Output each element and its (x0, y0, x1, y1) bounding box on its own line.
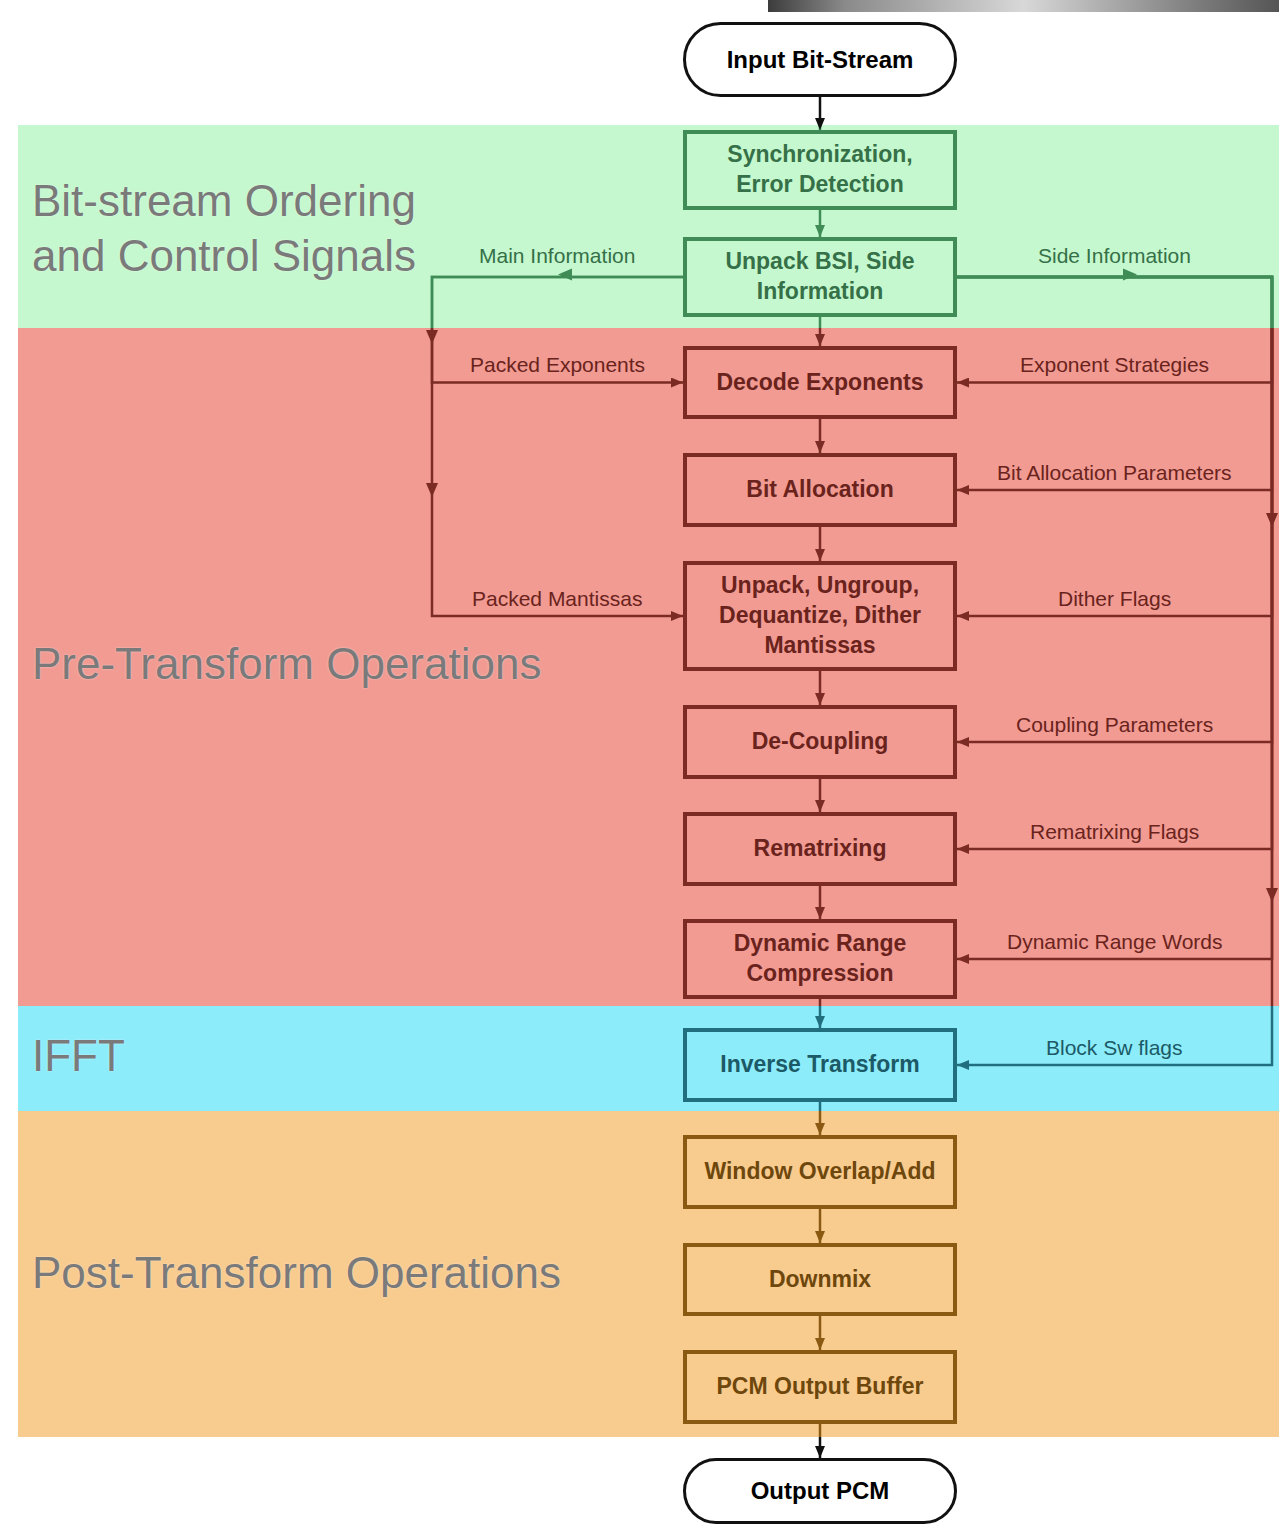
box-label: Inverse Transform (710, 1050, 929, 1080)
band-title: Post-Transform Operations (32, 1245, 672, 1300)
label-holder: Bit Allocation Parameters (997, 460, 1232, 485)
flow-connector (819, 999, 822, 1028)
process-box: Unpack BSI, Side Information (683, 237, 957, 317)
label-holder: Dither Flags (1058, 586, 1171, 611)
flow-label: Dynamic Range Words (1007, 929, 1223, 954)
band-title: Bit-stream Ordering and Control Signals (32, 173, 462, 283)
stage-band: Post-Transform Operations Window Overlap/… (18, 1111, 1279, 1437)
process-box: Dynamic Range Compression (683, 919, 957, 999)
flow-connector (819, 527, 822, 561)
flow-connector (957, 277, 1272, 490)
flow-connector (432, 277, 683, 383)
label-holder: Exponent Strategies (1020, 352, 1209, 377)
flow-label: Packed Mantissas (472, 586, 642, 611)
terminal-node: Input Bit-Stream (683, 22, 957, 97)
band-title: IFFT (32, 1028, 332, 1083)
process-box: De-Coupling (683, 705, 957, 779)
process-box: Window Overlap/Add (683, 1135, 957, 1209)
flow-connector (819, 671, 822, 705)
box-label: Dynamic Range Compression (687, 929, 953, 989)
flow-connector (957, 277, 1272, 383)
flow-label: Packed Exponents (470, 352, 645, 377)
flow-label: Coupling Parameters (1016, 712, 1213, 737)
process-box: Inverse Transform (683, 1028, 957, 1102)
flow-connector (432, 277, 683, 616)
label-holder: Packed Mantissas (472, 586, 642, 611)
box-label: Decode Exponents (706, 368, 933, 398)
label-holder: Packed Exponents (470, 352, 645, 377)
flow-connector (819, 779, 822, 812)
label-holder: Dynamic Range Words (1007, 929, 1223, 954)
flow-connector (957, 277, 1272, 742)
photo-strip (768, 0, 1279, 12)
flow-connector (819, 210, 822, 237)
label-holder: Rematrixing Flags (1030, 819, 1199, 844)
process-box: PCM Output Buffer (683, 1350, 957, 1424)
flow-label: Side Information (1038, 243, 1191, 268)
process-box: Unpack, Ungroup, Dequantize, Dither Mant… (683, 561, 957, 671)
label-holder: Block Sw flags (1046, 1035, 1183, 1060)
terminal-label: Input Bit-Stream (715, 44, 926, 75)
label-holder: Side Information (1038, 243, 1191, 268)
process-box: Rematrixing (683, 812, 957, 886)
flow-connector (819, 317, 822, 346)
terminal-node: Output PCM (683, 1458, 957, 1524)
bus-arrow (558, 269, 572, 281)
box-label: Unpack BSI, Side Information (687, 247, 953, 307)
process-box: Downmix (683, 1243, 957, 1316)
box-label: Downmix (759, 1265, 881, 1295)
box-label: Rematrixing (744, 834, 897, 864)
box-label: Unpack, Ungroup, Dequantize, Dither Mant… (687, 571, 953, 661)
flow-connector (957, 277, 1272, 959)
flow-label: Bit Allocation Parameters (997, 460, 1232, 485)
stage-band: Pre-Transform Operations Decode Exponents… (18, 328, 1279, 1006)
stage-band: Bit-stream Ordering and Control SignalsS… (18, 125, 1279, 328)
box-label: PCM Output Buffer (707, 1372, 934, 1402)
box-label: Synchronization, Error Detection (687, 140, 953, 200)
process-box: Synchronization, Error Detection (683, 130, 957, 210)
box-label: Bit Allocation (736, 475, 903, 505)
flow-connector (819, 97, 822, 130)
flow-connector (819, 886, 822, 919)
box-label: Window Overlap/Add (694, 1157, 945, 1187)
flow-connector (819, 1316, 822, 1350)
flow-connector (819, 419, 822, 453)
label-holder: Main Information (479, 243, 635, 268)
band-fill (18, 1006, 1279, 1111)
flow-label: Rematrixing Flags (1030, 819, 1199, 844)
bus-arrow (1123, 269, 1137, 281)
terminal-label: Output PCM (739, 1475, 902, 1506)
flow-label: Block Sw flags (1046, 1035, 1183, 1060)
flow-connector (819, 1424, 822, 1458)
box-label: De-Coupling (742, 727, 899, 757)
flow-label: Exponent Strategies (1020, 352, 1209, 377)
flow-connector (957, 277, 1272, 1065)
label-holder: Coupling Parameters (1016, 712, 1213, 737)
band-title: Pre-Transform Operations (32, 636, 672, 691)
band-fill (18, 125, 1279, 328)
flow-connector (819, 1102, 822, 1135)
flow-connector (957, 277, 1272, 616)
flow-label: Dither Flags (1058, 586, 1171, 611)
flow-connector (957, 277, 1272, 849)
flow-label: Main Information (479, 243, 635, 268)
band-fill (18, 1111, 1279, 1437)
band-fill (18, 328, 1279, 1006)
flow-connector (819, 1209, 822, 1243)
process-box: Bit Allocation (683, 453, 957, 527)
process-box: Decode Exponents (683, 346, 957, 419)
